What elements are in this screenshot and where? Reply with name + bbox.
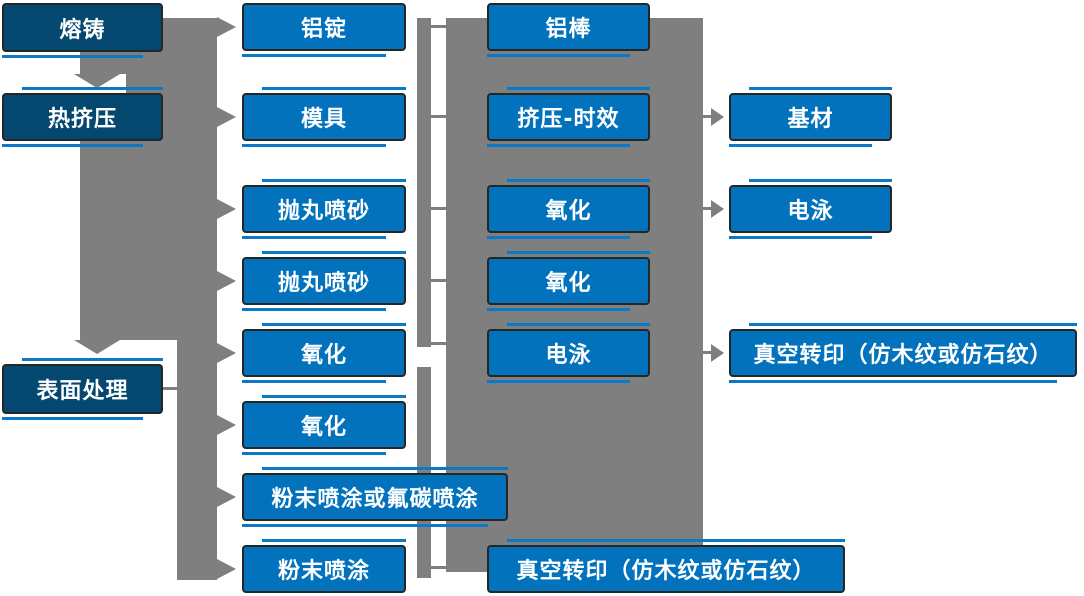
arrow-to-vacuum-transfer-icon [711, 344, 724, 362]
tie-line-row3 [431, 207, 446, 210]
stub-to-vacuum-transfer [703, 351, 712, 354]
node-melt-casting: 熔铸 [2, 3, 163, 58]
tie-line-row8 [431, 566, 446, 569]
node-surface-treatment: 表面处理 [2, 358, 163, 420]
surface-treatment-stub [163, 387, 179, 390]
node-electrophoresis-1: 电泳 [487, 323, 650, 383]
node-extrusion-aging: 挤压-时效 [487, 87, 650, 147]
node-oxidation-4: 氧化 [487, 251, 650, 311]
node-mold: 模具 [242, 87, 406, 147]
stub-to-substrate [703, 115, 712, 118]
arrow-to-electrophoresis-icon [711, 200, 724, 218]
node-vacuum-transfer-1: 真空转印（仿木纹或仿石纹） [487, 539, 845, 593]
arrow-to-oxidation-2-icon [217, 415, 236, 435]
tie-line-row2 [431, 115, 446, 118]
main-connector-slab [126, 18, 217, 340]
collector-bar-upper [417, 18, 431, 347]
arrow-to-oxidation-1-icon [217, 343, 236, 363]
node-aluminum-rod: 铝棒 [487, 3, 650, 57]
node-oxidation-2: 氧化 [242, 395, 406, 455]
node-shot-blast-sandblast-2: 抛丸喷砂 [242, 251, 406, 311]
arrow-down-to-hot-extrusion-icon [74, 74, 120, 88]
node-powder-or-fluorocarbon-coating: 粉末喷涂或氟碳喷涂 [242, 467, 508, 527]
node-substrate: 基材 [729, 87, 892, 147]
arrow-to-shot-blast-2-icon [217, 271, 236, 291]
left-trunk-lower [80, 141, 126, 340]
node-electrophoresis-2: 电泳 [729, 179, 892, 239]
node-powder-coating: 粉末喷涂 [242, 539, 406, 593]
node-oxidation-1: 氧化 [242, 323, 406, 383]
tie-line-row4 [431, 279, 446, 282]
node-shot-blast-sandblast-1: 抛丸喷砂 [242, 179, 406, 239]
node-hot-extrusion: 热挤压 [2, 87, 163, 147]
arrow-to-powder-coating-icon [217, 559, 236, 579]
tie-line-row1 [431, 25, 446, 28]
node-aluminum-ingot: 铝锭 [242, 3, 406, 57]
stub-to-electrophoresis [703, 207, 712, 210]
arrow-to-mold-icon [217, 107, 236, 127]
tie-line-row5 [431, 342, 446, 345]
arrow-down-to-surface-treatment-icon [74, 340, 120, 354]
arrow-to-shot-blast-1-icon [217, 199, 236, 219]
node-vacuum-transfer-2: 真空转印（仿木纹或仿石纹） [729, 323, 1077, 383]
node-oxidation-3: 氧化 [487, 179, 650, 239]
arrow-to-aluminum-ingot-icon [217, 17, 236, 37]
lower-trunk [177, 340, 217, 580]
arrow-to-powder-fluorocarbon-icon [217, 487, 236, 507]
arrow-to-substrate-icon [711, 108, 724, 126]
